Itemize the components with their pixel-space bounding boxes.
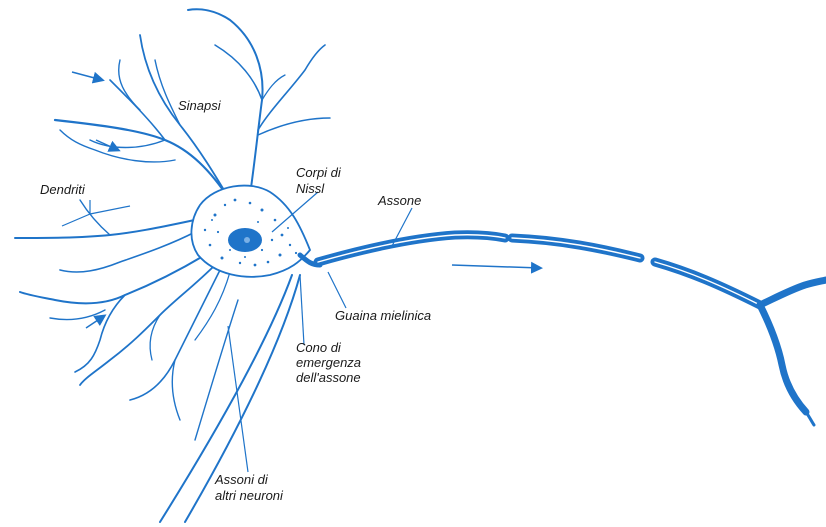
label-guaina-mielinica: Guaina mielinica <box>335 308 431 323</box>
label-assone: Assone <box>378 193 421 208</box>
label-assoni-altri-line2: altri neuroni <box>215 488 283 503</box>
flow-arrows <box>72 72 540 328</box>
label-cono-line1: Cono di <box>296 340 341 355</box>
label-dendriti: Dendriti <box>40 182 85 197</box>
label-cono-line2: emergenza <box>296 355 361 370</box>
label-cono-line3: dell'assone <box>296 370 361 385</box>
axon <box>300 235 826 425</box>
label-corpi-di-nissl-line2: Nissl <box>296 181 324 196</box>
label-assoni-altri-line1: Assoni di <box>215 472 268 487</box>
label-corpi-di-nissl-line1: Corpi di <box>296 165 341 180</box>
label-sinapsi: Sinapsi <box>178 98 221 113</box>
